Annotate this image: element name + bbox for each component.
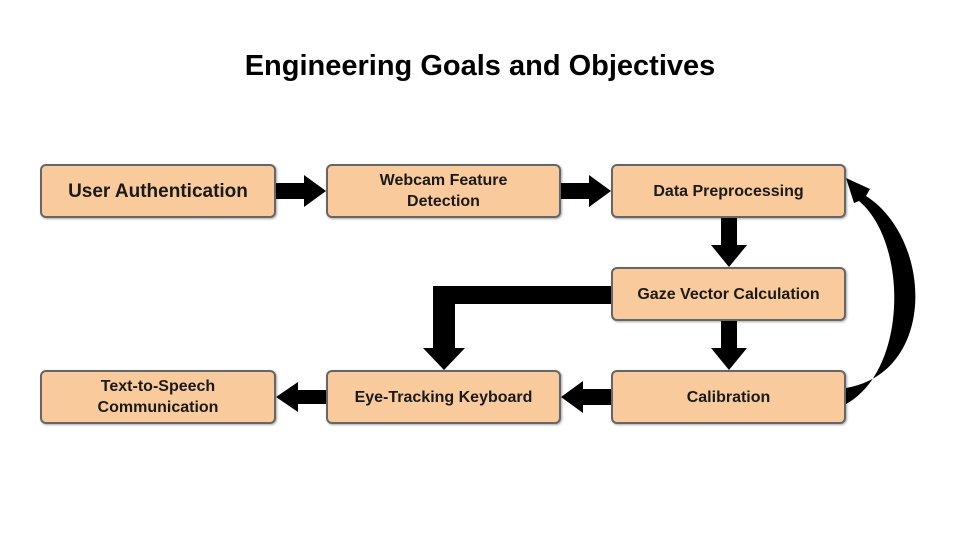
node-calibration: Calibration xyxy=(611,370,846,424)
node-label: Data Preprocessing xyxy=(653,182,804,200)
node-label: Gaze Vector Calculation xyxy=(637,285,820,303)
arrow-gaze-to-calibration xyxy=(711,320,747,370)
node-label: Eye-Tracking Keyboard xyxy=(354,388,533,406)
node-label: User Authentication xyxy=(68,180,248,202)
arrow-auth-to-webcam xyxy=(276,175,326,207)
arrow-calibration-to-keyboard xyxy=(561,381,611,413)
node-label: Webcam Feature Detection xyxy=(379,172,508,210)
page-title: Engineering Goals and Objectives xyxy=(244,50,716,82)
arrow-preprocessing-to-gaze xyxy=(711,217,747,267)
node-label: Text-to-Speech Communication xyxy=(97,378,219,416)
node-label: Calibration xyxy=(686,388,771,406)
arrow-calibration-to-preprocessing xyxy=(846,178,916,404)
arrow-webcam-to-preprocessing xyxy=(561,175,611,207)
node-eye-tracking-keyboard: Eye-Tracking Keyboard xyxy=(326,370,561,424)
node-webcam-feature-detection: Webcam Feature Detection xyxy=(326,164,561,218)
arrow-keyboard-to-tts xyxy=(276,382,326,412)
node-user-authentication: User Authentication xyxy=(40,164,276,218)
arrow-gaze-to-keyboard xyxy=(423,286,611,370)
node-data-preprocessing: Data Preprocessing xyxy=(611,164,846,218)
node-text-to-speech: Text-to-Speech Communication xyxy=(40,370,276,424)
node-gaze-vector-calculation: Gaze Vector Calculation xyxy=(611,267,846,321)
